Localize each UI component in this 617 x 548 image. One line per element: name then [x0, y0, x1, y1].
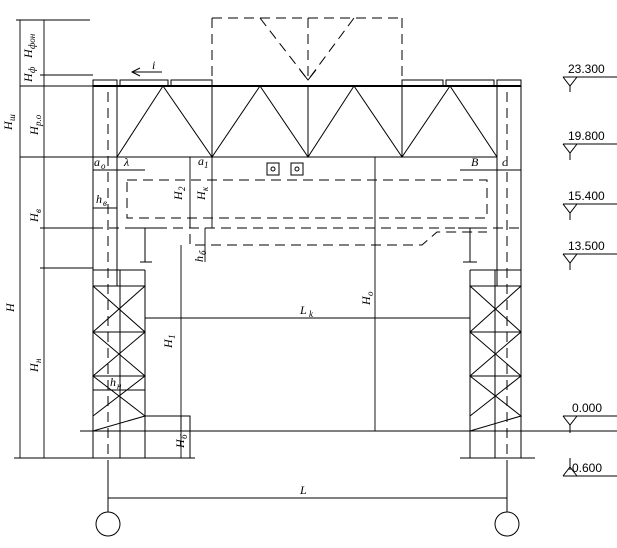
dim-label-a0-sub: о [101, 161, 106, 171]
dim-label-H-n-sub: н [33, 358, 43, 363]
dim-label-H-v: H [27, 212, 41, 223]
dim-label-H: H [3, 302, 17, 313]
elevation-label: 19.800 [568, 129, 605, 143]
dim-label-L-k-sub: k [309, 309, 314, 319]
dim-label-a0: a [94, 155, 100, 169]
roof-truss: i [20, 58, 522, 158]
dim-label-H-sh-sub: ш [7, 114, 17, 121]
dim-label-H0-sub: о [365, 291, 375, 296]
dim-label-H-base: H [173, 438, 187, 449]
dim-label-H-base-sub: б [179, 434, 189, 439]
dim-label-h-n: h [110, 375, 116, 389]
dimension-labels: H фон H ф H ш H р.о H в H H н [1, 33, 508, 497]
dim-label-H2-sub: 2 [177, 186, 187, 191]
elevation-marker: 23.300 [562, 62, 617, 92]
elevation-label: 0.000 [572, 401, 602, 415]
dim-label-H1: H [161, 338, 175, 349]
elevation-label: 13.500 [568, 239, 605, 253]
dim-label-B: B [471, 155, 479, 169]
roof-lantern [211, 17, 403, 81]
dim-label-H-sh: H [1, 120, 15, 131]
dim-label-h-v-sub: в [103, 198, 107, 208]
elevation-label: -0.600 [568, 461, 602, 475]
dim-label-h-b-sub: б [198, 250, 208, 255]
dim-label-H-v-sub: в [33, 209, 43, 213]
elevation-marker: 19.800 [562, 129, 617, 160]
dim-label-c: c [502, 155, 508, 169]
dim-label-H-k-sub: к [200, 186, 210, 191]
dim-label-H-f-sub: ф [27, 66, 37, 73]
elevation-markers: 23.300 19.800 15.400 13.500 0.00 [562, 62, 617, 477]
right-column [458, 86, 535, 470]
dim-label-lambda: λ [123, 155, 129, 169]
dim-label-a1: a [198, 154, 204, 168]
elevation-marker: 0.000 [562, 401, 617, 433]
dim-label-H-lantern-sub: фон [27, 33, 37, 49]
dimension-lines [14, 19, 521, 499]
dim-label-H-lantern: H [21, 48, 35, 59]
dim-label-H1-sub: 1 [167, 335, 177, 340]
elevation-label: 15.400 [568, 189, 605, 203]
crane-bridge [93, 162, 521, 246]
elevation-marker: 15.400 [562, 189, 617, 220]
dim-label-L: L [299, 483, 307, 497]
foundation-supports [95, 470, 520, 537]
dim-label-h-b: h [192, 256, 206, 262]
elevation-marker: 13.500 [562, 239, 617, 270]
dim-label-H-n: H [27, 362, 41, 373]
left-column [80, 86, 195, 470]
dim-label-H-k: H [194, 190, 208, 201]
dim-label-H-ro-sub: р.о [33, 114, 43, 127]
dim-label-H2: H [171, 190, 185, 201]
slope-label: i [152, 58, 155, 72]
dim-label-h-v: h [96, 192, 102, 206]
elevation-marker: -0.600 [562, 458, 617, 477]
dim-label-H-f: H [21, 72, 35, 83]
dim-label-a1-sub: 1 [204, 160, 209, 170]
dim-label-H0: H [359, 295, 373, 306]
dim-label-H-ro: H [27, 125, 41, 136]
dim-label-h-n-sub: н [117, 381, 122, 391]
dim-label-L-k: L [299, 303, 307, 317]
elevation-label: 23.300 [568, 62, 605, 76]
